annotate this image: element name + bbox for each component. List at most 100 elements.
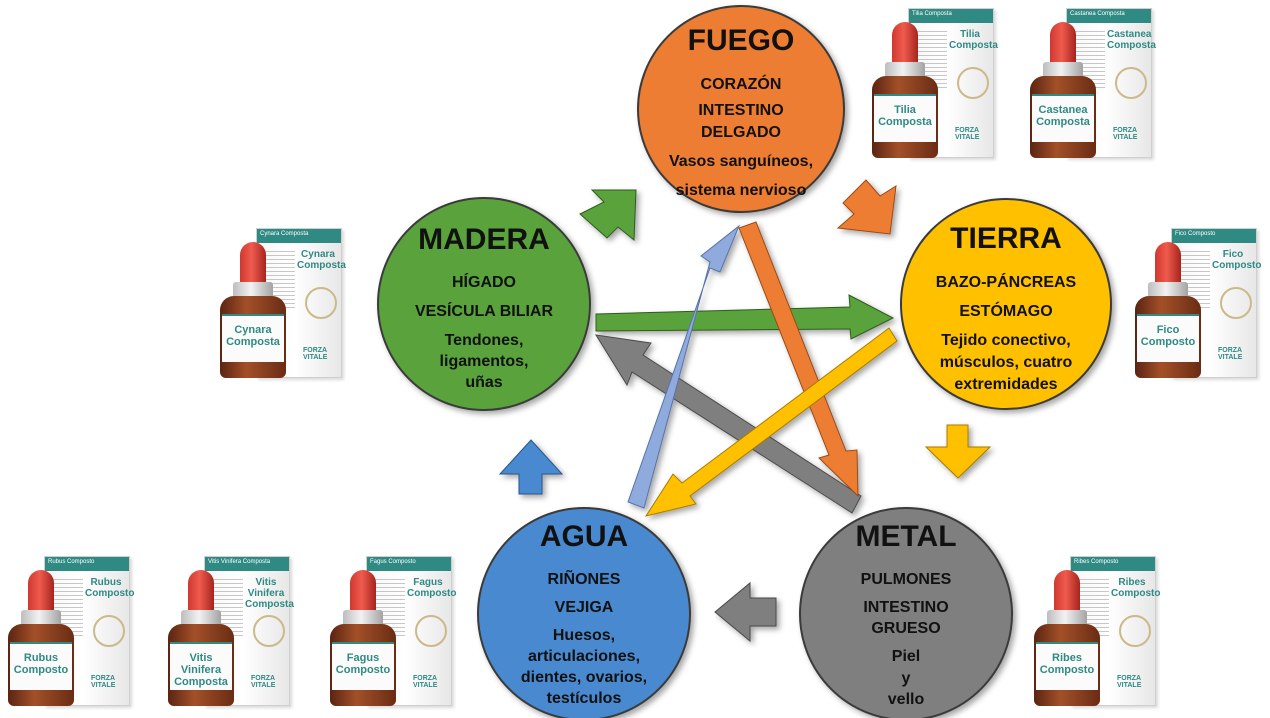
metal-line-2: INTESTINO bbox=[863, 599, 948, 616]
dropper-bottle: Castanea Composta bbox=[1028, 22, 1098, 158]
box-product-name: Cynara Composta bbox=[297, 249, 346, 271]
seal-icon bbox=[93, 615, 125, 647]
agua-line-2: VEJIGA bbox=[555, 599, 614, 616]
dropper-bottle: Fagus Composto bbox=[328, 570, 398, 706]
brand-logo: FORZA VITALE bbox=[303, 347, 328, 361]
box-product-name: Fico Composto bbox=[1212, 249, 1262, 271]
agua-line-1: RIÑONES bbox=[548, 568, 621, 588]
box-band-text: Cynara Composta bbox=[260, 231, 309, 237]
arrow-tierra-to-agua bbox=[644, 327, 898, 517]
bottle-label: Tilia Composta bbox=[878, 104, 932, 128]
tierra-line-2: ESTÓMAGO bbox=[959, 301, 1052, 320]
bottle-label: Fico Composto bbox=[1140, 324, 1196, 348]
agua-line-3: Huesos, bbox=[553, 627, 615, 644]
bottle-label: Rubus Composto bbox=[13, 652, 69, 676]
circle-fuego: FUEGO CORAZÓN INTESTINO DELGADO Vasos sa… bbox=[637, 5, 845, 213]
brand-logo: FORZA VITALE bbox=[1218, 347, 1243, 361]
agua-line-4: articulaciones, bbox=[528, 648, 640, 665]
brand-logo: FORZA VITALE bbox=[955, 127, 980, 141]
madera-line-1: HÍGADO bbox=[452, 272, 516, 291]
box-band-text: Rubus Composto bbox=[48, 559, 95, 565]
star-arrows bbox=[595, 221, 898, 517]
cycle-arrows bbox=[498, 179, 992, 643]
product-rubus-composto: Rubus Composto Rubus Composto FORZA VITA… bbox=[6, 556, 135, 706]
product-tilia-composta: Tilia Composta Tilia Composta FORZA VITA… bbox=[870, 8, 998, 158]
fuego-line-3: DELGADO bbox=[701, 124, 781, 141]
box-product-name: Tilia Composta bbox=[949, 29, 998, 51]
tierra-line-4: músculos, cuatro bbox=[940, 354, 1073, 371]
fuego-title: FUEGO bbox=[688, 24, 795, 57]
brand-logo: FORZA VITALE bbox=[251, 675, 276, 689]
seal-icon bbox=[1220, 287, 1252, 319]
madera-line-2: VESÍCULA BILIAR bbox=[415, 301, 554, 320]
brand-logo: FORZA VITALE bbox=[413, 675, 438, 689]
arrow-cycle-fuego-tierra bbox=[836, 179, 897, 235]
tierra-line-1: BAZO-PÁNCREAS bbox=[936, 272, 1077, 291]
product-castanea-composta: Castanea Composta Castanea Composta FORZ… bbox=[1028, 8, 1156, 158]
circle-metal: METAL PULMONES INTESTINO GRUESO Piel y v… bbox=[799, 507, 1013, 718]
circle-agua: AGUA RIÑONES VEJIGA Huesos, articulacion… bbox=[477, 507, 691, 718]
agua-line-6: testículos bbox=[547, 690, 622, 707]
dropper-bottle: Tilia Composta bbox=[870, 22, 940, 158]
box-band-text: Ribes Composto bbox=[1074, 559, 1119, 565]
arrow-agua-to-fuego bbox=[627, 224, 741, 509]
dropper-bottle: Fico Composto bbox=[1133, 242, 1203, 378]
tierra-title: TIERRA bbox=[950, 222, 1062, 255]
fuego-line-4: Vasos sanguíneos, bbox=[669, 153, 813, 170]
tierra-line-5: extremidades bbox=[954, 376, 1057, 393]
product-vitis-vinifera-composta: Vitis Vinifera Composta Vitis Vinifera C… bbox=[166, 556, 294, 706]
seal-icon bbox=[305, 287, 337, 319]
bottle-label: Vitis Vinifera Composta bbox=[174, 652, 228, 688]
metal-line-4: Piel bbox=[892, 648, 920, 665]
madera-line-4: ligamentos, bbox=[440, 353, 529, 370]
brand-logo: FORZA VITALE bbox=[91, 675, 116, 689]
product-ribes-composto: Ribes Composto Ribes Composto FORZA VITA… bbox=[1032, 556, 1160, 706]
box-product-name: Castanea Composta bbox=[1107, 29, 1156, 51]
circle-tierra: TIERRA BAZO-PÁNCREAS ESTÓMAGO Tejido con… bbox=[900, 198, 1112, 410]
product-cynara-composta: Cynara Composta Cynara Composta FORZA VI… bbox=[218, 228, 346, 378]
bottle-label: Cynara Composta bbox=[226, 324, 280, 348]
arrow-madera-to-tierra bbox=[595, 294, 895, 340]
box-band-text: Castanea Composta bbox=[1070, 11, 1125, 17]
box-product-name: Rubus Composto bbox=[85, 577, 135, 599]
dropper-bottle: Cynara Composta bbox=[218, 242, 288, 378]
seal-icon bbox=[957, 67, 989, 99]
arrow-cycle-tierra-metal bbox=[924, 424, 992, 479]
bottle-label: Fagus Composto bbox=[335, 652, 391, 676]
madera-line-3: Tendones, bbox=[445, 332, 524, 349]
product-fico-composto: Fico Composto Fico Composto FORZA VITALE… bbox=[1133, 228, 1262, 378]
seal-icon bbox=[415, 615, 447, 647]
tierra-line-3: Tejido conectivo, bbox=[941, 332, 1071, 349]
fuego-line-1: CORAZÓN bbox=[701, 74, 782, 93]
seal-icon bbox=[253, 615, 285, 647]
dropper-bottle: Vitis Vinifera Composta bbox=[166, 570, 236, 706]
arrow-cycle-metal-agua bbox=[714, 581, 777, 643]
metal-title: METAL bbox=[855, 520, 956, 553]
fuego-line-2: INTESTINO bbox=[698, 102, 783, 119]
metal-line-5: y bbox=[902, 670, 911, 687]
box-band-text: Fagus Composto bbox=[370, 559, 416, 565]
metal-line-6: vello bbox=[888, 691, 925, 708]
agua-line-5: dientes, ovarios, bbox=[521, 669, 647, 686]
arrow-metal-to-madera bbox=[595, 334, 862, 514]
dropper-bottle: Ribes Composto bbox=[1032, 570, 1102, 706]
brand-logo: FORZA VITALE bbox=[1117, 675, 1142, 689]
arrow-fuego-to-metal bbox=[738, 221, 859, 498]
madera-title: MADERA bbox=[418, 223, 550, 256]
box-band-text: Tilia Composta bbox=[912, 11, 952, 17]
fuego-line-5: sistema nervioso bbox=[676, 182, 807, 199]
bottle-label: Ribes Composto bbox=[1039, 652, 1095, 676]
bottle-label: Castanea Composta bbox=[1036, 104, 1090, 128]
arrow-cycle-agua-madera bbox=[498, 439, 564, 495]
brand-logo: FORZA VITALE bbox=[1113, 127, 1138, 141]
metal-line-3: GRUESO bbox=[871, 620, 940, 637]
box-product-name: Fagus Composto bbox=[407, 577, 457, 599]
seal-icon bbox=[1119, 615, 1151, 647]
circle-madera: MADERA HÍGADO VESÍCULA BILIAR Tendones, … bbox=[377, 197, 591, 411]
madera-line-5: uñas bbox=[465, 374, 502, 391]
metal-line-1: PULMONES bbox=[861, 571, 952, 588]
product-fagus-composto: Fagus Composto Fagus Composto FORZA VITA… bbox=[328, 556, 457, 706]
dropper-bottle: Rubus Composto bbox=[6, 570, 76, 706]
box-product-name: Vitis Vinifera Composta bbox=[245, 577, 294, 610]
